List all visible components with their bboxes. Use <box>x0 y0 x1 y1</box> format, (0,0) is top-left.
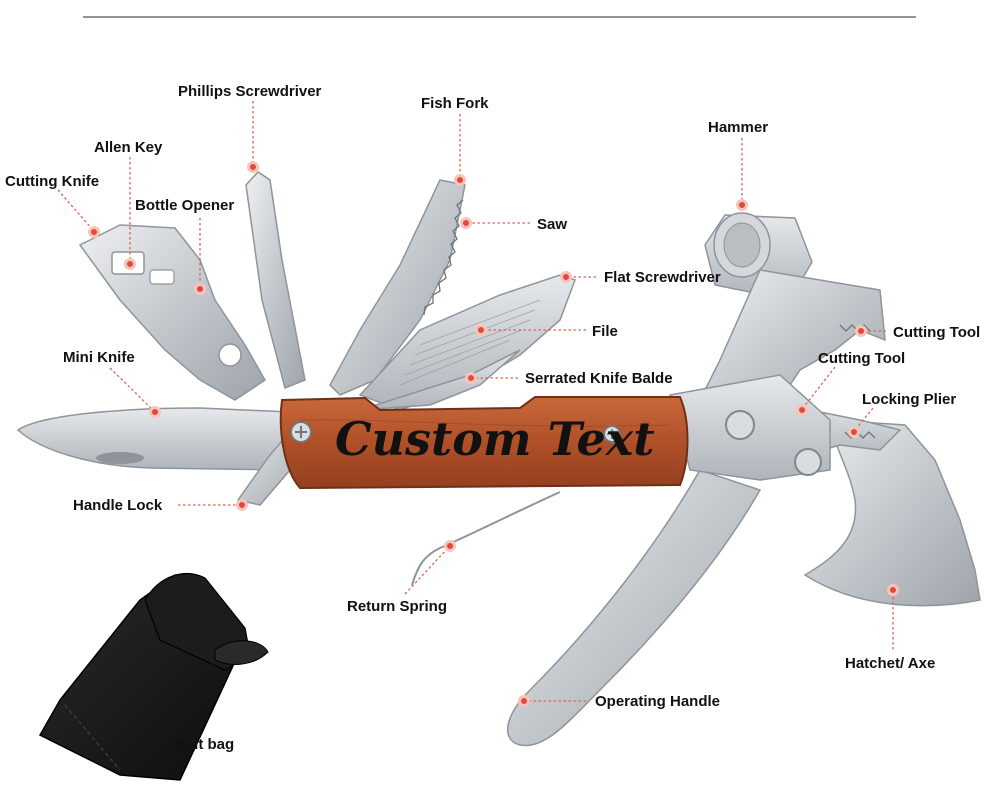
pivot-rivet-2 <box>794 448 822 476</box>
label-cutting-knife: Cutting Knife <box>5 173 99 190</box>
cutting-plate-shape <box>78 224 266 401</box>
label-locking-plier: Locking Plier <box>862 391 956 408</box>
label-fish-fork: Fish Fork <box>421 95 489 112</box>
label-flat-screwdriver: Flat Screwdriver <box>604 269 721 286</box>
saw-shape <box>329 179 466 396</box>
operating-handle-shape <box>506 469 762 747</box>
label-allen-key: Allen Key <box>94 139 163 156</box>
multitool-illustration: Custom Text <box>16 171 981 747</box>
belt-bag <box>38 573 269 781</box>
label-cutting-tool-lower: Cutting Tool <box>818 350 905 367</box>
label-mini-knife: Mini Knife <box>63 349 135 366</box>
pivot-rivet-1 <box>725 410 755 440</box>
label-bottle-opener: Bottle Opener <box>135 197 234 214</box>
label-hatchet-axe: Hatchet/ Axe <box>845 655 935 672</box>
return-spring-shape <box>411 491 561 586</box>
wood-handle <box>279 396 689 490</box>
mini-knife-shape <box>16 407 291 471</box>
label-cutting-tool-upper: Cutting Tool <box>893 324 980 341</box>
label-return-spring: Return Spring <box>347 598 447 615</box>
label-phillips-screwdriver: Phillips Screwdriver <box>178 83 322 100</box>
callout-leaders <box>57 101 899 707</box>
label-belt-bag: Belt bag <box>175 736 234 753</box>
label-saw: Saw <box>537 216 567 233</box>
callout-labels: Phillips Screwdriver Fish Fork Hammer Al… <box>5 83 980 753</box>
label-hammer: Hammer <box>708 119 768 136</box>
engraving-text: Custom Text <box>335 412 654 466</box>
label-operating-handle: Operating Handle <box>595 693 720 710</box>
phillips-screwdriver-shape <box>245 171 306 390</box>
label-file: File <box>592 323 618 340</box>
label-serrated-knife: Serrated Knife Balde <box>525 370 673 387</box>
label-handle-lock: Handle Lock <box>73 497 163 514</box>
serrated-knife-shape <box>359 349 521 411</box>
